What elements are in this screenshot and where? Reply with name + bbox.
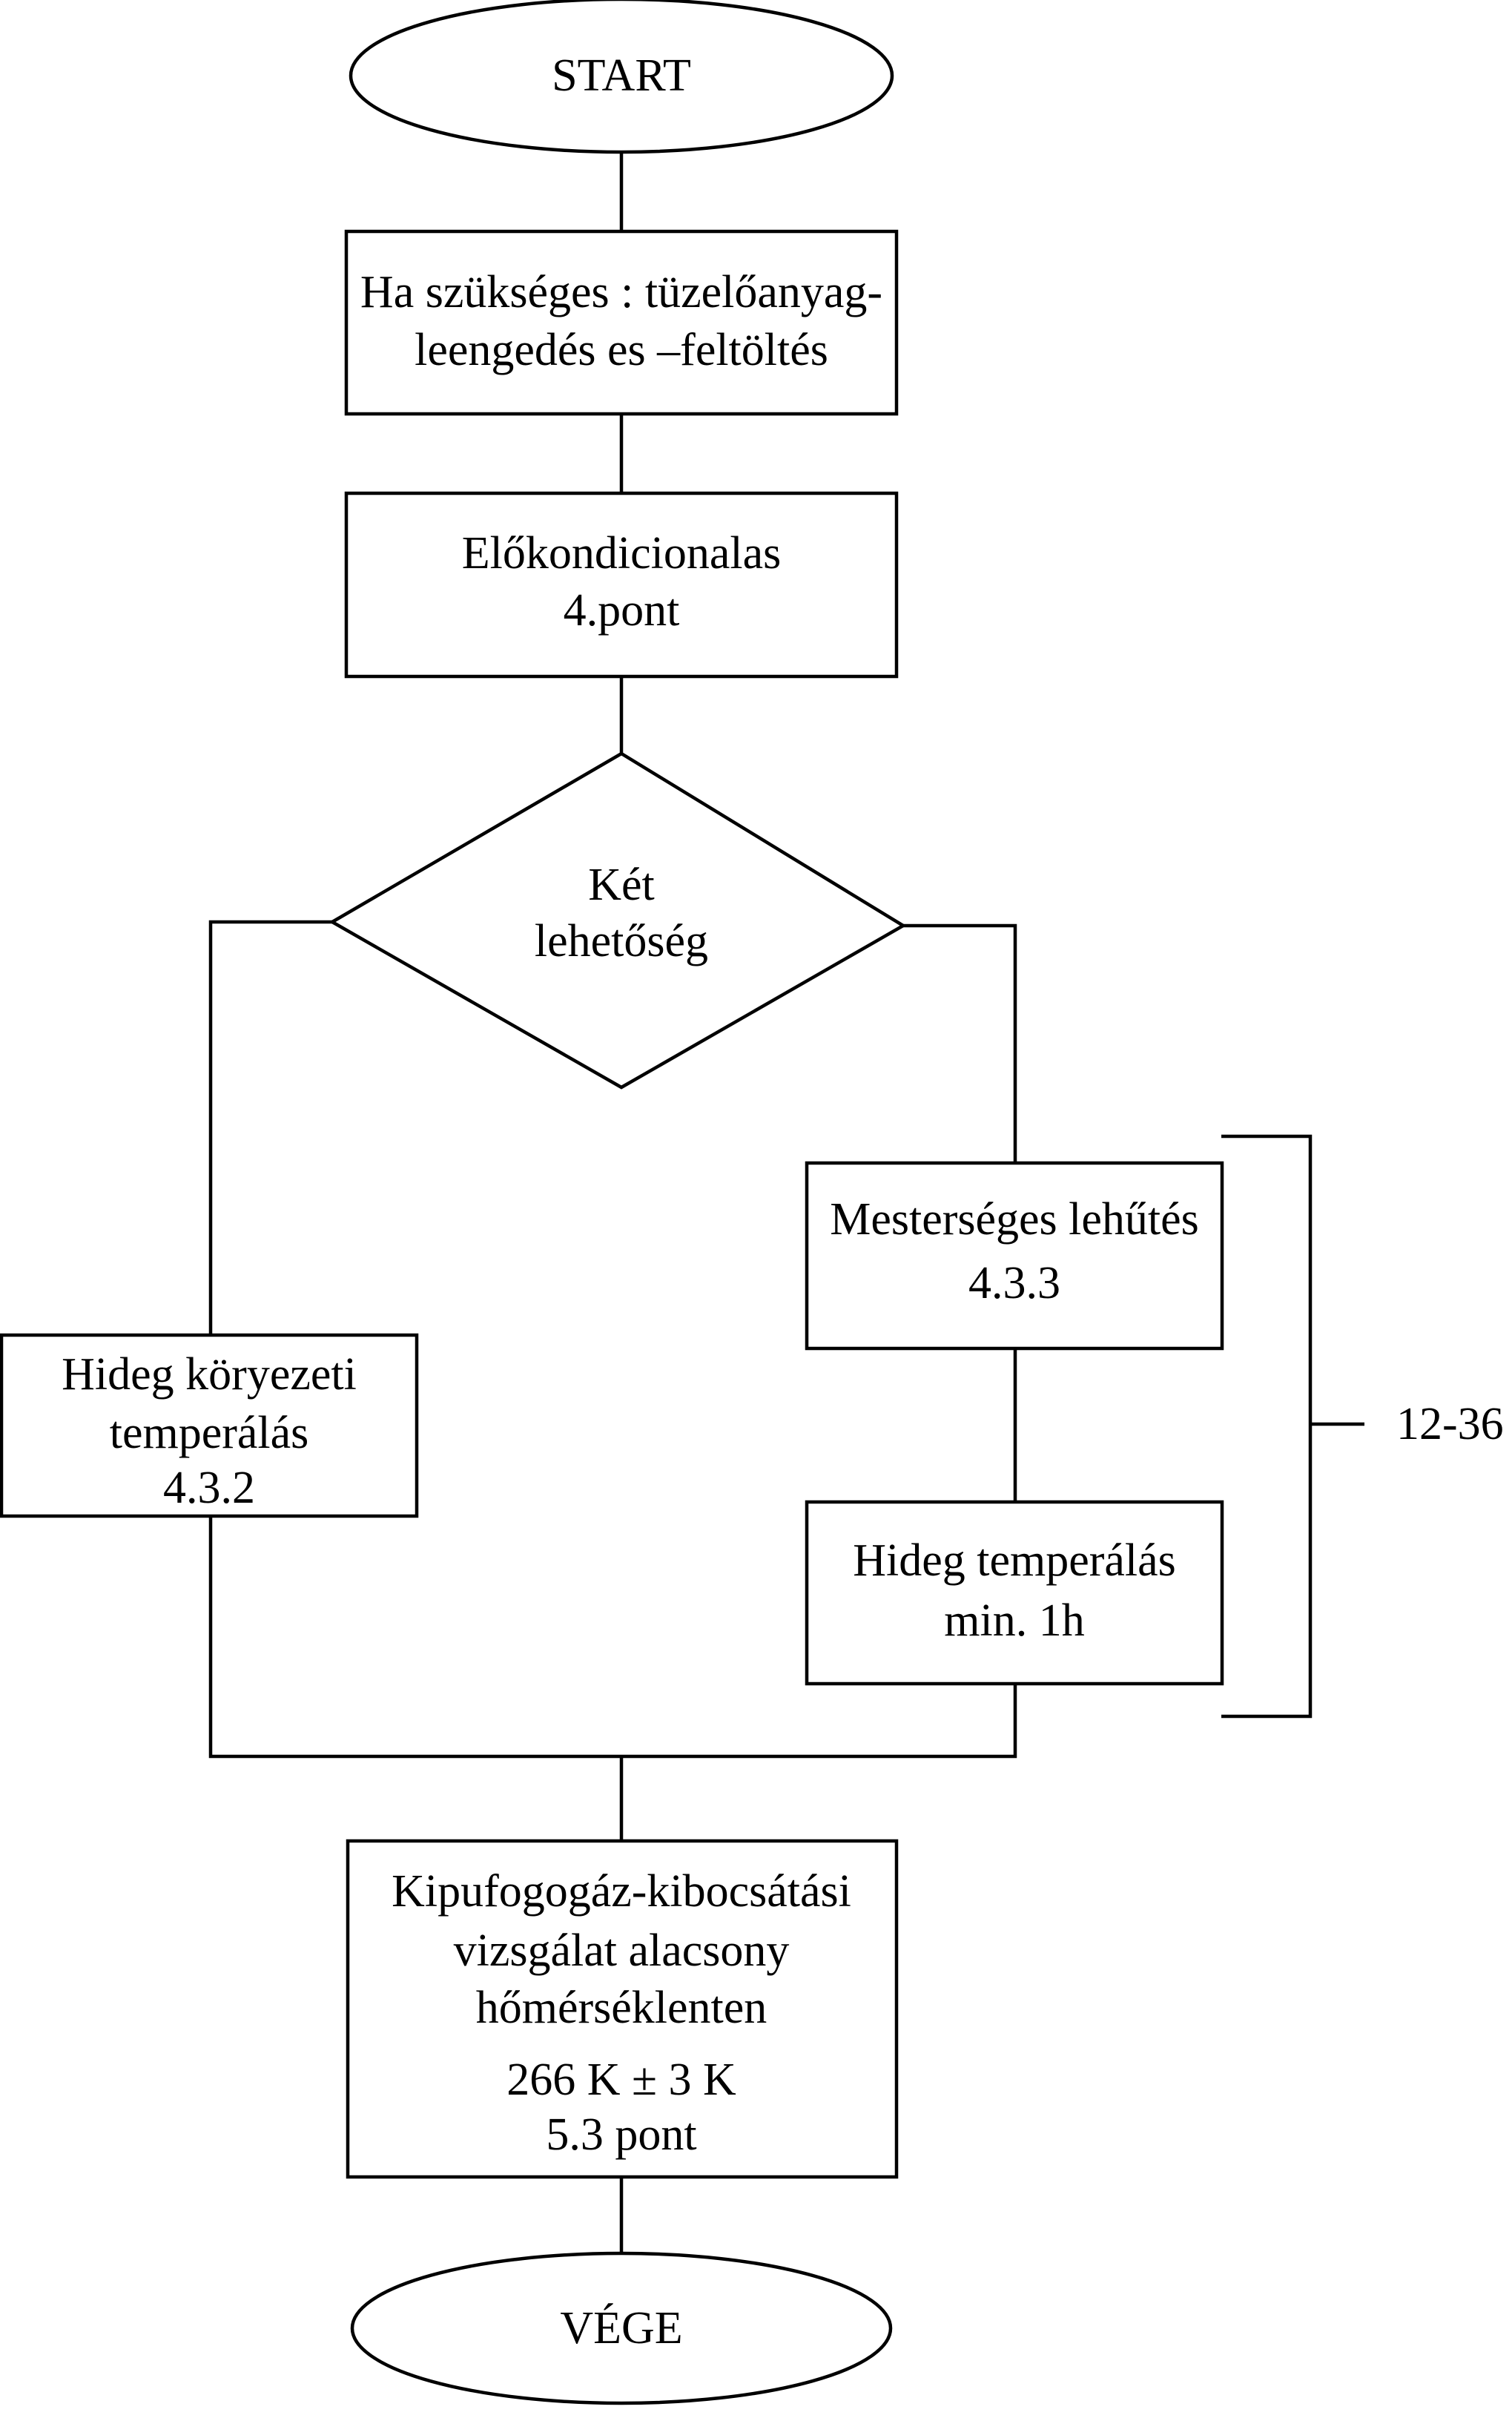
decision-diamond: Két lehetőség: [329, 751, 907, 1090]
end-label: VÉGE: [560, 2303, 682, 2353]
cooling-label-line-2: 4.3.3: [968, 1258, 1060, 1308]
ambient-label-line-3: 4.3.2: [163, 1463, 255, 1513]
coldsoak-label-line-1: Hideg temperálás: [853, 1535, 1176, 1586]
ambient-rect: [0, 1333, 419, 1518]
fuel-box: Ha szükséges : tüzelőanyag- leengedés es…: [344, 229, 899, 416]
coldsoak-label-line-2: min. 1h: [944, 1595, 1084, 1646]
precond-box: Előkondicionalas 4.pont: [344, 491, 899, 679]
fuel-label-line-2: leengedés es –feltöltés: [415, 325, 828, 375]
fuel-label-line-1: Ha szükséges : tüzelőanyag-: [360, 267, 882, 317]
cooling-rect: [805, 1161, 1224, 1351]
duration-bracket: 12-36: [1221, 1134, 1504, 1719]
precond-label-line-2: 4.pont: [564, 585, 680, 636]
connector-left-branch-merge: [208, 1516, 1017, 1759]
ambient-label-line-1: Hideg köryezeti: [62, 1349, 357, 1400]
ambient-box: Hideg köryezeti temperálás 4.3.2: [0, 1333, 419, 1518]
precond-rect: [344, 491, 899, 679]
test-label-line-5: 5.3 pont: [546, 2109, 696, 2160]
test-label-line-4: 266 K ± 3 K: [506, 2055, 736, 2105]
decision-shape: [329, 751, 907, 1090]
decision-label-line-1: Két: [588, 860, 655, 910]
cooling-box: Mesterséges lehűtés 4.3.3: [805, 1161, 1224, 1351]
precond-label-line-1: Előkondicionalas: [462, 528, 781, 579]
end-ellipse: [350, 2251, 893, 2405]
start-ellipse: [349, 0, 894, 154]
bracket-line: [1221, 1134, 1313, 1719]
test-label-line-2: vizsgálat alacsony: [454, 1925, 790, 1976]
test-label-line-3: hőmérséklenten: [476, 1983, 767, 2033]
start-terminal: START: [349, 0, 894, 154]
coldsoak-rect: [805, 1500, 1224, 1686]
bracket-label: 12-36: [1396, 1399, 1504, 1449]
coldsoak-box: Hideg temperálás min. 1h: [805, 1500, 1224, 1686]
start-label: START: [552, 50, 691, 101]
test-label-line-1: Kipufogogáz-kibocsátási: [392, 1866, 851, 1917]
ambient-label-line-2: temperálás: [110, 1408, 309, 1458]
connector-decision-right-branch: [903, 923, 1017, 1163]
cooling-label-line-1: Mesterséges lehűtés: [830, 1194, 1199, 1245]
connectors: [208, 152, 1017, 2253]
test-box: Kipufogogáz-kibocsátási vizsgálat alacso…: [346, 1839, 899, 2179]
decision-label-line-2: lehetőség: [535, 916, 708, 966]
fuel-rect: [344, 229, 899, 416]
test-rect: [346, 1839, 899, 2179]
end-terminal: VÉGE: [350, 2251, 893, 2405]
connector-decision-left-branch: [208, 920, 332, 1335]
